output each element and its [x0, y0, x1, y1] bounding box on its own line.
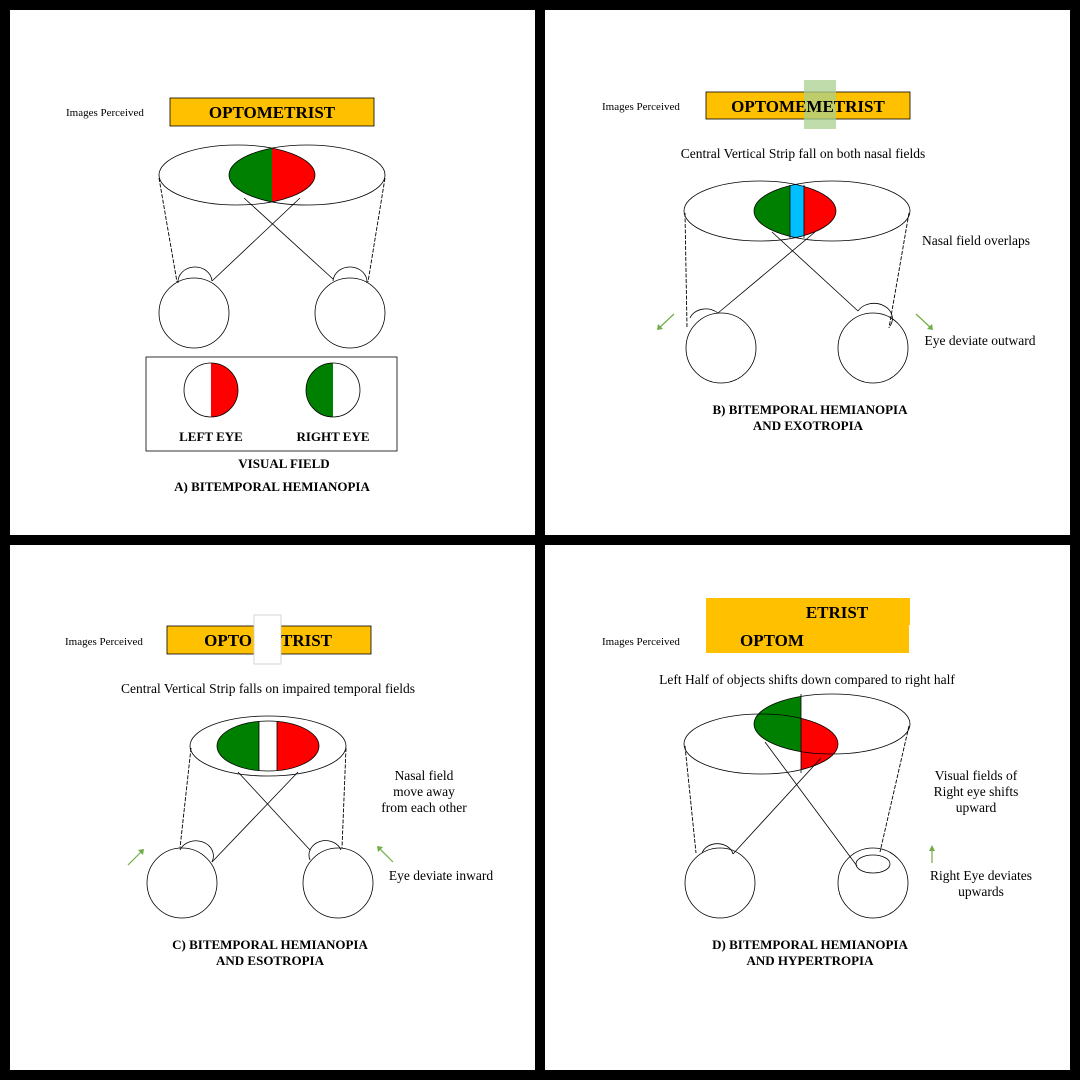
panel-a: Images Perceived OPTOMETRIST [10, 10, 535, 535]
deviation-note: Eye deviate outward [925, 333, 1036, 348]
panel-title: A) BITEMPORAL HEMIANOPIA [174, 479, 370, 494]
banner-text-right: TRIST [281, 631, 333, 650]
panel-c: Images Perceived OPTO TRIST Central Vert… [10, 545, 535, 1070]
right-eye-icon [837, 302, 909, 384]
note-line: upward [956, 800, 997, 815]
left-eye-icon [685, 308, 757, 384]
note-line: from each other [381, 800, 467, 815]
right-eye-icon [314, 266, 386, 349]
deviation-note: upwards [958, 884, 1004, 899]
left-eye-icon [146, 840, 218, 919]
deviation-note: Eye deviate inward [389, 868, 493, 883]
panel-title-line1: B) BITEMPORAL HEMIANOPIA [712, 402, 908, 417]
images-perceived-label: Images Perceived [602, 636, 680, 648]
caption: Left Half of objects shifts down compare… [659, 672, 955, 687]
panel-title-line1: C) BITEMPORAL HEMIANOPIA [172, 937, 368, 952]
note-line: Visual fields of [935, 768, 1018, 783]
panel-d: Images Perceived ETRIST OPTOM Left Half … [545, 545, 1070, 1070]
banner-text: OPTOMEMETRIST [731, 97, 885, 116]
left-eye-icon [158, 266, 230, 349]
note-line: Right eye shifts [934, 784, 1019, 799]
banner-text-left: OPTO [204, 631, 252, 650]
right-eye-icon [302, 840, 374, 919]
inward-arrow-icon [127, 849, 144, 866]
visual-field-box [145, 356, 398, 452]
panel-title-line2: AND EXOTROPIA [753, 418, 864, 433]
panel-b: Images Perceived OPTOMEMETRIST Central V… [545, 10, 1070, 535]
banner-text: OPTOMETRIST [209, 103, 336, 122]
nasal-overlap-note: Nasal field overlaps [922, 233, 1030, 248]
missing-strip [253, 614, 282, 665]
panel-title-line1: D) BITEMPORAL HEMIANOPIA [712, 937, 908, 952]
caption: Central Vertical Strip fall on both nasa… [681, 146, 926, 161]
panel-title-line2: AND ESOTROPIA [216, 953, 325, 968]
outward-arrow-icon [915, 313, 933, 330]
images-perceived-label: Images Perceived [65, 636, 143, 648]
images-perceived-label: Images Perceived [66, 107, 144, 119]
perceived-banner-top [706, 598, 910, 625]
deviation-note: Right Eye deviates [930, 868, 1032, 883]
outward-arrow-icon [657, 313, 675, 330]
perceived-banner [169, 97, 375, 127]
note-line: Nasal field [395, 768, 454, 783]
banner-text-top: ETRIST [806, 603, 869, 622]
inward-arrow-icon [377, 846, 394, 863]
perceived-banner-bottom [706, 625, 909, 653]
left-eye-label: LEFT EYE [179, 429, 243, 444]
caption: Central Vertical Strip falls on impaired… [121, 681, 415, 696]
panel-title-line2: AND HYPERTROPIA [746, 953, 874, 968]
strip-highlight [804, 80, 836, 129]
left-eye-icon [684, 843, 756, 919]
up-arrow-icon [929, 845, 935, 863]
visual-field-label: VISUAL FIELD [238, 456, 329, 471]
note-line: move away [393, 784, 455, 799]
right-eye-label: RIGHT EYE [296, 429, 369, 444]
right-eye-icon [837, 847, 909, 919]
images-perceived-label: Images Perceived [602, 101, 680, 113]
banner-text-bottom: OPTOM [740, 631, 804, 650]
